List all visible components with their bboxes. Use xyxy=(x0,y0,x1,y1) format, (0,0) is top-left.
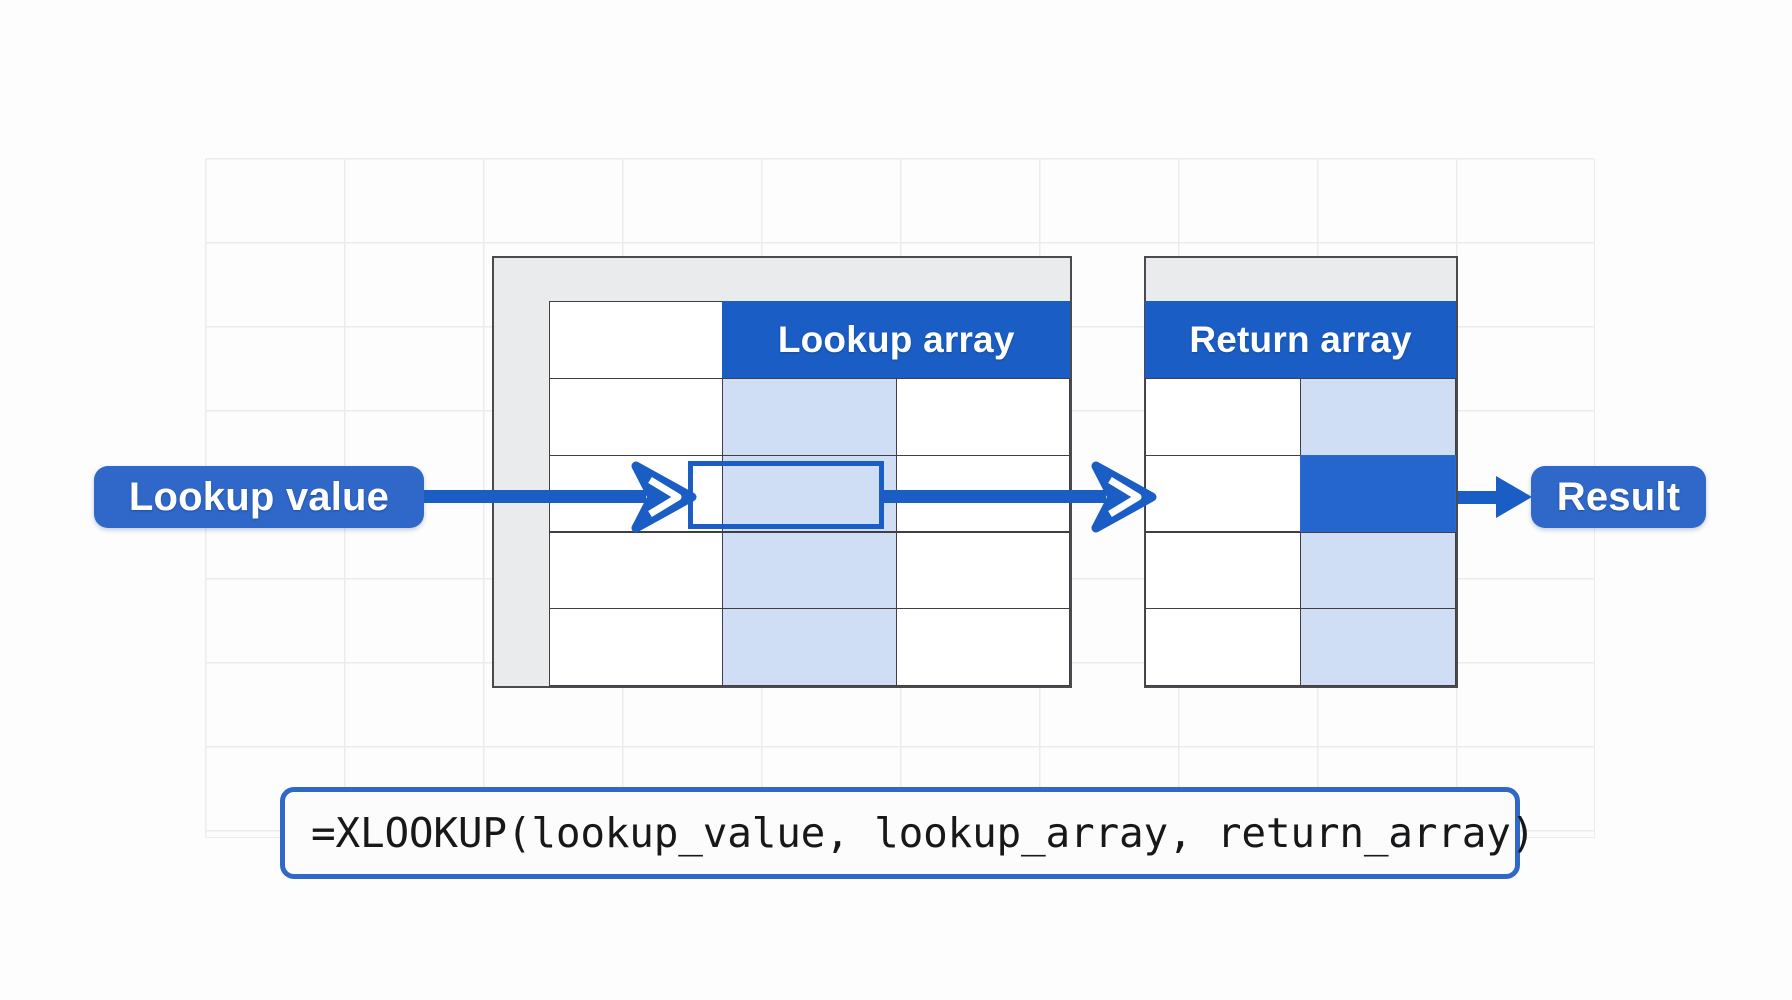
result-pill[interactable]: Result xyxy=(1531,466,1706,528)
formula-box[interactable]: =XLOOKUP(lookup_value, lookup_array, ret… xyxy=(280,787,1535,879)
lookup-cell-r1c2[interactable] xyxy=(895,377,1070,456)
lookup-table-column-header-strip xyxy=(494,258,1070,302)
return-array-header-label: Return array xyxy=(1145,301,1456,379)
lookup-array-header-label: Lookup array xyxy=(722,301,1070,379)
return-cell-r1c1[interactable] xyxy=(1300,377,1456,456)
return-cell-r2c0[interactable] xyxy=(1145,454,1301,533)
return-cell-r3c0[interactable] xyxy=(1145,531,1301,610)
result-pill-label: Result xyxy=(1556,474,1681,519)
lookup-table-row-header-gutter xyxy=(494,258,550,686)
lookup-array-table: Lookup array xyxy=(492,256,1072,688)
lookup-cell-r0c0[interactable] xyxy=(549,301,724,379)
lookup-cell-r1c1[interactable] xyxy=(722,377,897,456)
lookup-cell-r4c1[interactable] xyxy=(722,608,897,686)
lookup-match-cell[interactable] xyxy=(722,454,897,533)
lookup-value-pill[interactable]: Lookup value xyxy=(94,466,424,528)
return-table-column-header-strip xyxy=(1146,258,1456,302)
lookup-array-cells: Lookup array xyxy=(549,301,1070,686)
return-cell-r1c0[interactable] xyxy=(1145,377,1301,456)
lookup-cell-r3c2[interactable] xyxy=(895,531,1070,610)
lookup-cell-r3c1[interactable] xyxy=(722,531,897,610)
arrow-lookup-to-return-head-icon xyxy=(1091,461,1157,533)
lookup-value-pill-label: Lookup value xyxy=(128,474,390,519)
return-cell-r4c0[interactable] xyxy=(1145,608,1301,686)
arrow-lookup-value-head-icon xyxy=(631,461,697,533)
lookup-cell-r4c2[interactable] xyxy=(895,608,1070,686)
return-result-cell[interactable] xyxy=(1300,454,1456,533)
lookup-cell-r4c0[interactable] xyxy=(549,608,724,686)
return-cell-r4c1[interactable] xyxy=(1300,608,1456,686)
arrow-lookup-value-shaft xyxy=(424,490,646,503)
return-cell-r3c1[interactable] xyxy=(1300,531,1456,610)
return-array-cells: Return array xyxy=(1145,301,1456,686)
return-array-table: Return array xyxy=(1144,256,1458,688)
arrow-to-result-head-icon xyxy=(1496,476,1532,518)
lookup-cell-r3c0[interactable] xyxy=(549,531,724,610)
lookup-cell-r1c0[interactable] xyxy=(549,377,724,456)
formula-text: =XLOOKUP(lookup_value, lookup_array, ret… xyxy=(311,809,1536,857)
arrow-lookup-to-return-shaft xyxy=(884,490,1106,503)
